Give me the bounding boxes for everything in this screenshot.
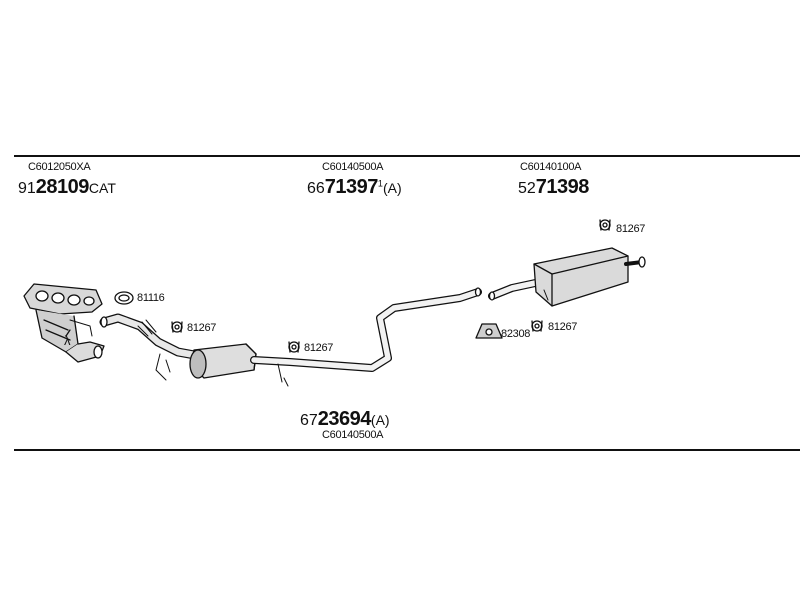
bottom-rule [14,449,800,451]
centre-silencer [189,343,257,379]
intermediate-pipe [250,287,482,387]
front-pipe-ref-code: C60140500A [322,429,384,441]
lambda-label: λ [64,333,71,348]
front-pipe-part-number: 6723694(A) [300,408,390,430]
rubber-hanger-icon [475,323,503,339]
clamp-front-callout: 81267 [187,322,217,334]
clamp-icon [599,219,611,231]
clamp-icon [288,341,300,353]
middle-ref-code: C60140500A [322,161,384,173]
clamp-icon [531,320,543,332]
gasket-icon [114,291,134,305]
rear-part-number: 5271398 [518,176,589,198]
clamp-rear-callout: 81267 [548,321,578,333]
rear-silencer [488,247,646,307]
exhaust-manifold [23,283,105,363]
rear-ref-code: C60140100A [520,161,582,173]
clamp-icon [171,321,183,333]
top-rule [14,155,800,157]
manifold-part-number: 9128109CAT [18,176,116,198]
middle-part-number: 66713971(A) [307,176,402,198]
front-pipe [99,313,205,381]
hanger-callout: 82308 [501,328,531,340]
manifold-ref-code: C6012050XA [28,161,91,173]
gasket-callout: 81116 [137,292,165,304]
clamp-rear-top-callout: 81267 [616,223,646,235]
lambda-sensor-pointer [65,329,71,337]
clamp-mid-callout: 81267 [304,342,334,354]
